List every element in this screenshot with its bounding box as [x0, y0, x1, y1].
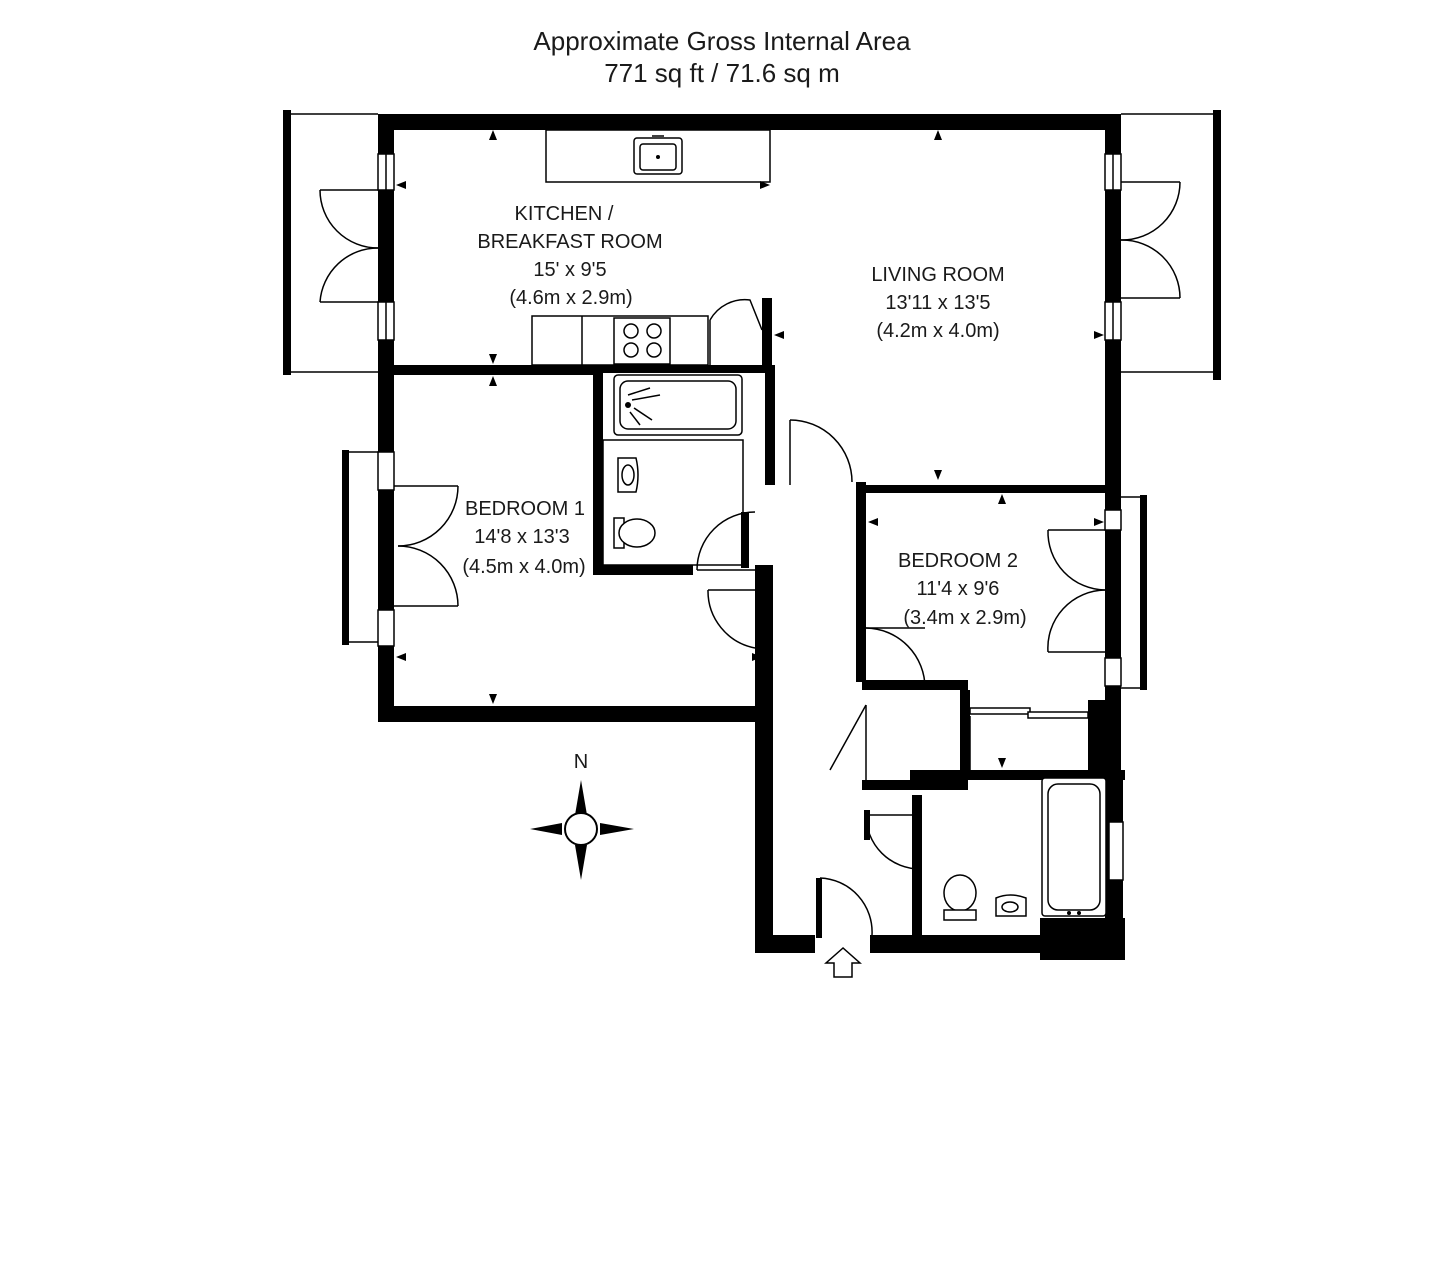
- area-title: Approximate Gross Internal Area: [533, 26, 911, 56]
- washbasin-2-icon: [995, 894, 1027, 917]
- washbasin-icon: [617, 457, 639, 493]
- room-label-bedroom1: BEDROOM 1 14'8 x 13'3 (4.5m x 4.0m): [462, 498, 585, 578]
- shower-icon: [627, 387, 661, 426]
- bedroom1-imperial: 14'8 x 13'3: [474, 526, 570, 548]
- room-label-living: LIVING ROOM 13'11 x 13'5 (4.2m x 4.0m): [871, 264, 1004, 342]
- kitchen-name-1: KITCHEN /: [515, 203, 614, 225]
- dimension-markers: [396, 130, 1104, 768]
- bedroom2-name: BEDROOM 2: [898, 550, 1018, 572]
- bedroom2-metric: (3.4m x 2.9m): [903, 607, 1026, 629]
- toilet-icon: [613, 517, 656, 549]
- living-metric: (4.2m x 4.0m): [876, 320, 999, 342]
- bedroom1-name: BEDROOM 1: [465, 498, 585, 520]
- hob-icon: [613, 317, 671, 365]
- compass-north-label: N: [574, 751, 588, 773]
- entrance-arrow-icon: [824, 946, 862, 978]
- fixtures: [531, 129, 1107, 921]
- kitchen-metric: (4.6m x 2.9m): [509, 287, 632, 309]
- room-label-bedroom2: BEDROOM 2 11'4 x 9'6 (3.4m x 2.9m): [898, 550, 1027, 629]
- bathtub-2-icon: [1041, 777, 1107, 917]
- toilet-2-icon: [943, 874, 977, 921]
- walls: [378, 114, 1125, 960]
- windows: [377, 153, 1124, 881]
- kitchen-imperial: 15' x 9'5: [533, 259, 606, 281]
- bathtub-icon: [613, 374, 743, 436]
- living-name: LIVING ROOM: [871, 264, 1004, 286]
- compass-rose-icon: N: [530, 751, 634, 880]
- bedroom2-imperial: 11'4 x 9'6: [917, 578, 1000, 600]
- bedroom1-metric: (4.5m x 4.0m): [462, 556, 585, 578]
- area-value: 771 sq ft / 71.6 sq m: [604, 58, 840, 88]
- kitchen-name-2: BREAKFAST ROOM: [477, 231, 662, 253]
- sink-icon: [633, 135, 683, 175]
- doors: [319, 181, 1181, 937]
- room-label-kitchen: KITCHEN / BREAKFAST ROOM 15' x 9'5 (4.6m…: [477, 203, 662, 309]
- living-imperial: 13'11 x 13'5: [885, 292, 990, 314]
- balconies: [283, 110, 1221, 690]
